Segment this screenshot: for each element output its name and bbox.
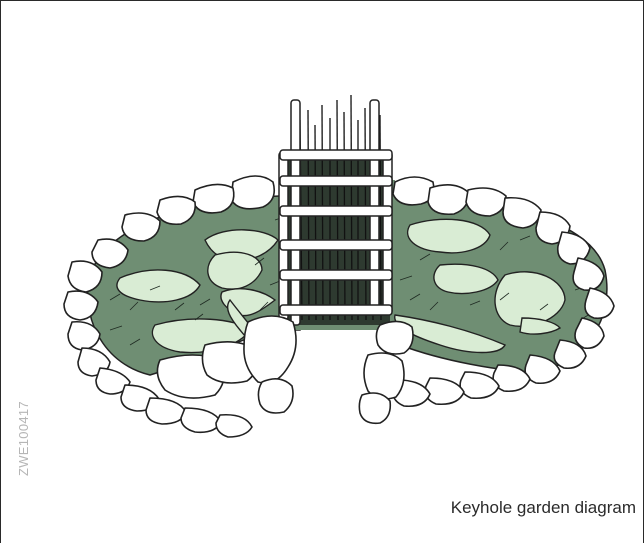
image-code-text: ZWE100417 [16,401,31,476]
compost-basket [279,95,392,325]
figure-caption: Keyhole garden diagram [451,498,636,518]
